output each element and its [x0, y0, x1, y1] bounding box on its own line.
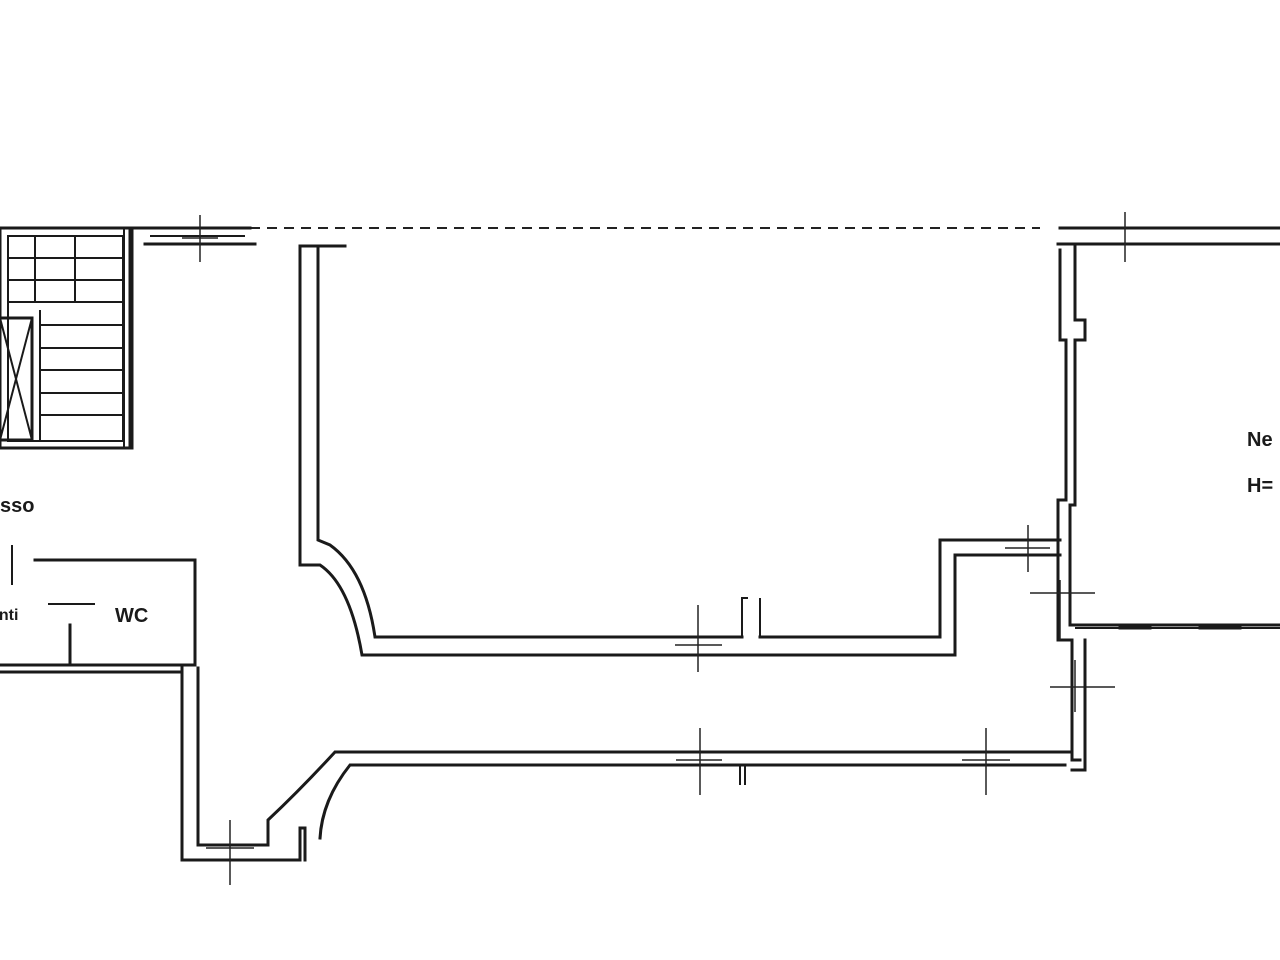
- room-label-wc: WC: [115, 605, 148, 627]
- left-corridor-walls: [0, 545, 347, 885]
- stair-block: [0, 226, 132, 450]
- top-left-wall: [128, 215, 257, 262]
- lower-corridor-walls: [318, 728, 1072, 840]
- room-label-right-line1: Ne: [1247, 429, 1273, 451]
- room-label-right-line2: H=: [1247, 475, 1273, 497]
- central-room-walls: [298, 244, 1062, 672]
- stair-side-wall: [123, 226, 134, 450]
- room-label-left-partial: sso: [0, 495, 34, 517]
- right-wall-column: [1030, 212, 1280, 772]
- room-label-left-small: anti: [0, 607, 18, 624]
